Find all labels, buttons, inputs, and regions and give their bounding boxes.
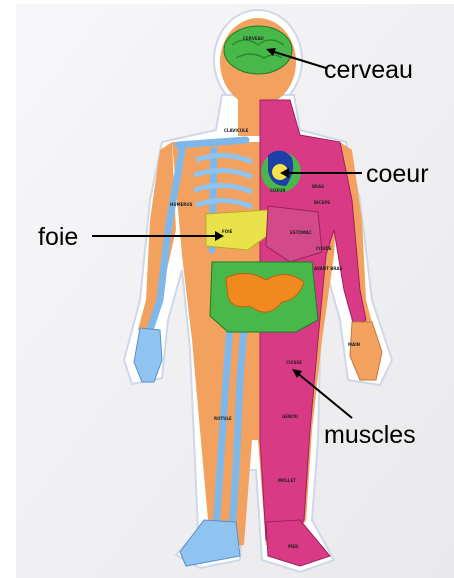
puzzle-text-clavicule: CLAVICULE [224,128,249,133]
puzzle-text-foie: FOIE [222,229,233,234]
puzzle-text-cuisse: CUISSE [286,360,302,365]
label-muscles: muscles [324,421,416,449]
label-foie: foie [38,223,78,251]
intestines-organ [210,262,318,332]
puzzle-text-cerveau: CERVEAU [243,36,264,41]
label-coeur: coeur [366,160,429,188]
puzzle-text-humerus: HUMERUS [170,202,193,207]
puzzle-text-mollet: MOLLET [278,478,296,483]
label-cerveau: cerveau [324,56,413,84]
puzzle-text-estomac: ESTOMAC [290,230,312,235]
puzzle-text-coeur: COEUR [270,188,285,193]
puzzle-text-biceps: BICEPS [314,200,330,205]
puzzle-text-pied: PIED [288,544,299,549]
puzzle-text-genou: GENOU [282,414,298,419]
brain: CERVEAU [224,26,292,74]
puzzle-text-bras: BRAS [312,184,324,189]
puzzle-text-coude: COUDE [316,246,332,251]
puzzle-text-main: MAIN [348,342,360,347]
puzzle-text-rotule: ROTULE [214,416,232,421]
puzzle-text-avant-bras: AVANT BRAS [314,266,342,271]
